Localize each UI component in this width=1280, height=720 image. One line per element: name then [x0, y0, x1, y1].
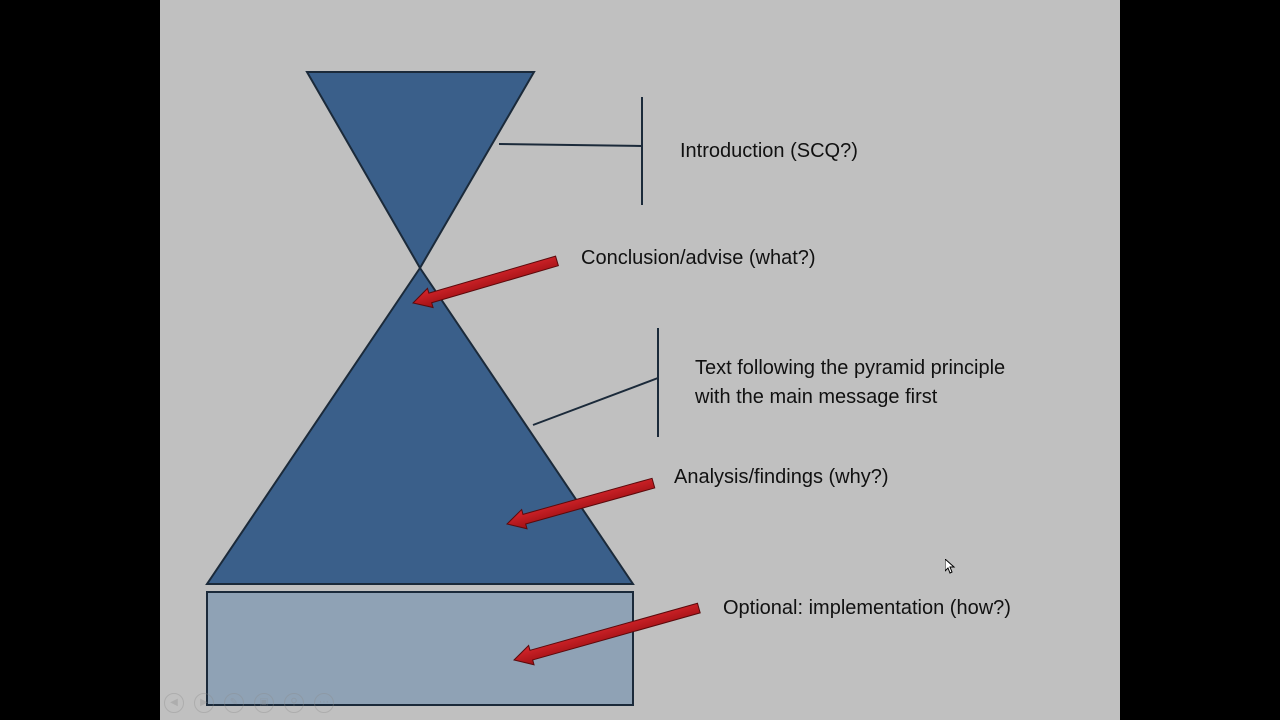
presentation-slide: Introduction (SCQ?) Conclusion/advise (w…: [160, 0, 1120, 720]
more-icon[interactable]: ⋯: [314, 693, 334, 713]
pyramid-text-label: Text following the pyramid principle wit…: [695, 354, 1005, 412]
pyramid-diagram: [205, 71, 701, 706]
implementation-label: Optional: implementation (how?): [723, 597, 1011, 619]
mouse-cursor-icon: [945, 559, 956, 574]
slides-icon[interactable]: ▣: [254, 693, 274, 713]
pen-icon[interactable]: ✎: [224, 693, 244, 713]
main-pyramid-triangle: [205, 266, 635, 585]
zoom-icon[interactable]: ⚲: [284, 693, 304, 713]
pyramid-text-line-2: with the main message first: [695, 386, 938, 408]
introduction-triangle: [305, 71, 536, 270]
implementation-arrow: [513, 602, 701, 666]
introduction-bracket: [498, 97, 643, 205]
pyramid-text-bracket: [532, 328, 659, 437]
slideshow-controls: ◀ ▶ ✎ ▣ ⚲ ⋯: [164, 693, 334, 715]
analysis-arrow: [506, 477, 656, 530]
previous-icon[interactable]: ◀: [164, 693, 184, 713]
next-icon[interactable]: ▶: [194, 693, 214, 713]
conclusion-arrow: [412, 255, 559, 309]
conclusion-label: Conclusion/advise (what?): [581, 247, 816, 269]
analysis-label: Analysis/findings (why?): [674, 466, 889, 488]
introduction-label: Introduction (SCQ?): [680, 140, 858, 162]
pyramid-text-line-1: Text following the pyramid principle: [695, 357, 1006, 379]
